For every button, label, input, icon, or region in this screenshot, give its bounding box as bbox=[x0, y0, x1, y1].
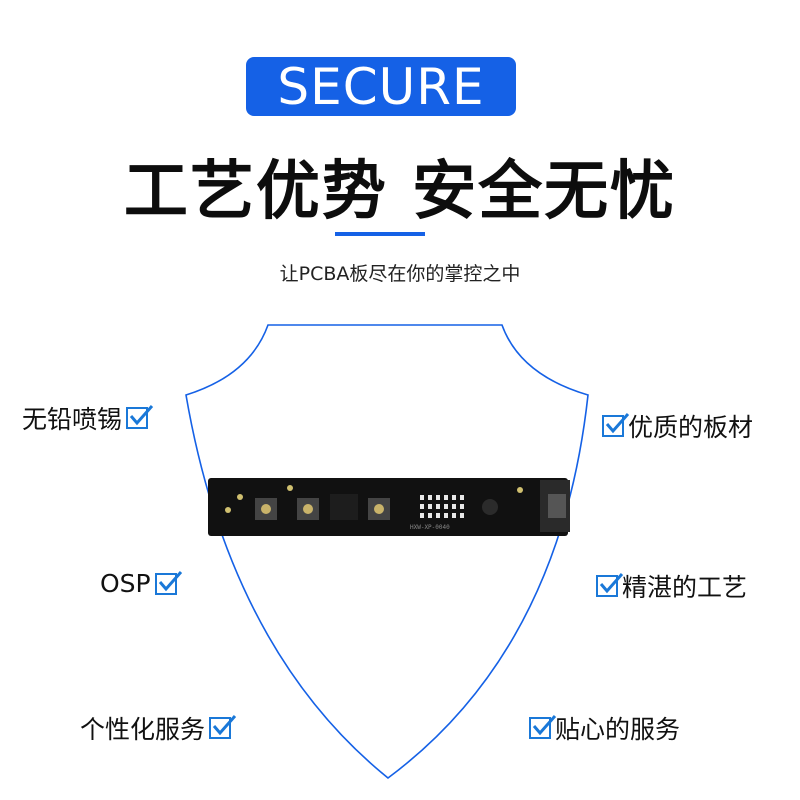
checkbox-icon bbox=[529, 715, 557, 739]
headline: 工艺优势 安全无忧 bbox=[123, 155, 677, 229]
checkbox-icon bbox=[596, 573, 624, 597]
feature-custom-service: 个性化服务 bbox=[80, 710, 237, 746]
feature-considerate-service: 贴心的服务 bbox=[525, 710, 680, 746]
feature-label: 精湛的工艺 bbox=[622, 573, 748, 602]
checkbox-icon bbox=[126, 405, 154, 429]
feature-quality-material: 优质的板材 bbox=[598, 408, 753, 444]
feature-label: OSP bbox=[100, 569, 151, 598]
feature-label: 贴心的服务 bbox=[555, 715, 681, 744]
feature-label: 优质的板材 bbox=[628, 413, 754, 442]
feature-osp: OSP bbox=[100, 569, 182, 598]
pcb-silkscreen-label: HXW-XP-0040 bbox=[410, 524, 450, 531]
title-divider bbox=[335, 232, 425, 236]
feature-lead-free-hasl: 无铅喷锡 bbox=[22, 400, 154, 436]
feature-label: 无铅喷锡 bbox=[22, 405, 123, 434]
feature-fine-craft: 精湛的工艺 bbox=[592, 568, 747, 604]
checkbox-icon bbox=[209, 715, 237, 739]
subtitle: 让PCBA板尽在你的掌控之中 bbox=[279, 263, 521, 285]
pcb-board-image: HXW-XP-0040 bbox=[208, 478, 570, 536]
secure-badge: SECURE bbox=[246, 57, 516, 116]
checkbox-icon bbox=[602, 413, 630, 437]
checkbox-icon bbox=[154, 570, 182, 595]
feature-label: 个性化服务 bbox=[80, 715, 206, 744]
